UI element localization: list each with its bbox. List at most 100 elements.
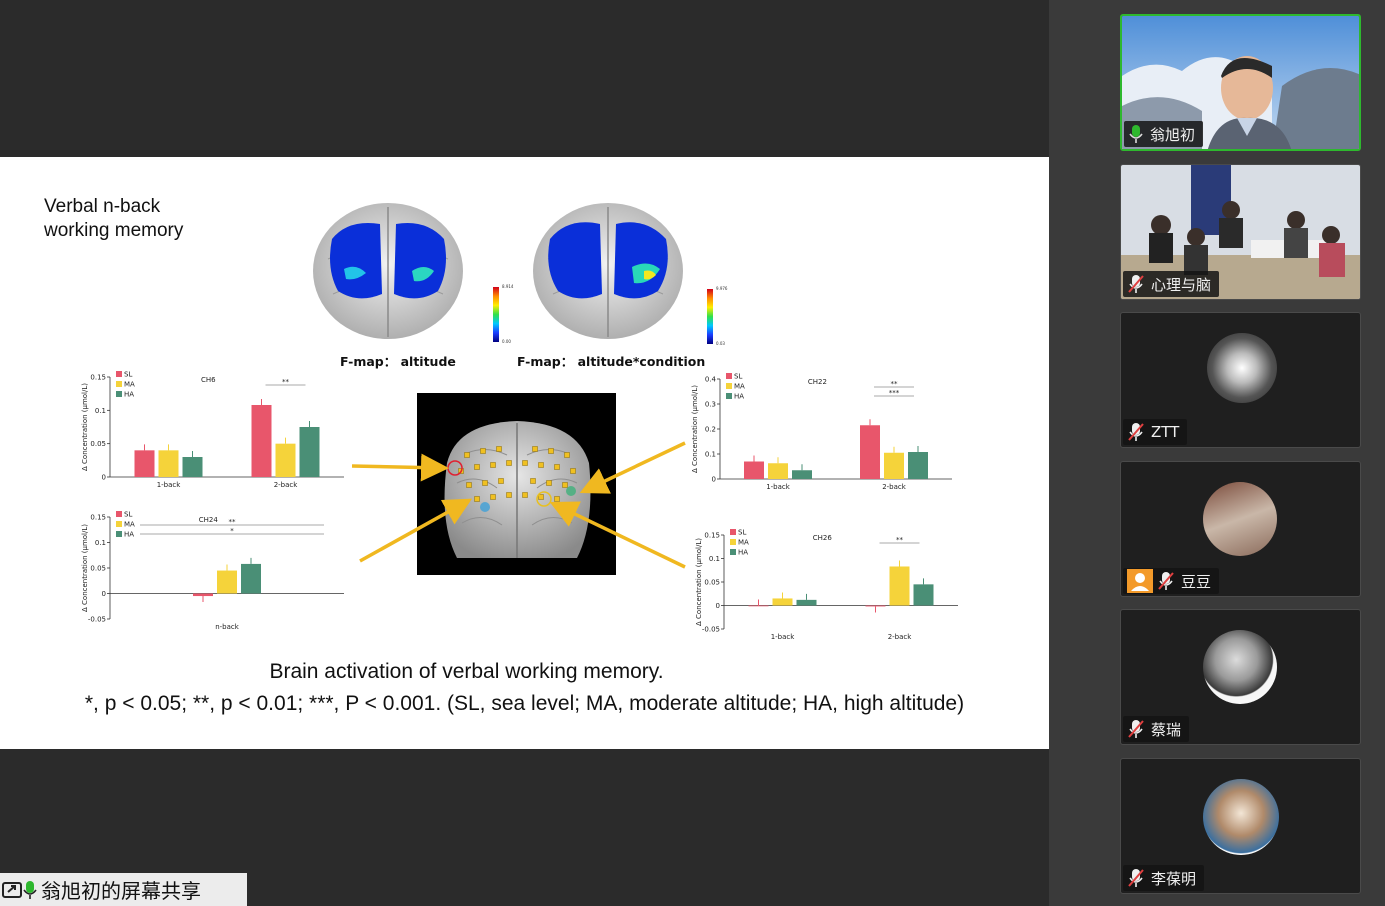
legend-label: HA — [124, 391, 134, 399]
x-tick-label: 1-back — [766, 483, 791, 491]
legend-swatch — [116, 381, 122, 387]
x-tick-label: n-back — [215, 623, 240, 631]
bar-ha — [241, 563, 261, 594]
significance-marker: ** — [891, 380, 899, 388]
bar-sl — [860, 425, 880, 479]
bar-ha — [299, 427, 320, 477]
y-tick-label: -0.05 — [702, 626, 720, 634]
chart-ch26: Δ Concentration (μmol/L)-0.0500.050.10.1… — [695, 529, 958, 641]
bar-ma — [772, 598, 793, 606]
significance-marker: ** — [896, 536, 904, 544]
participant-tile-2[interactable]: 心理与脑 — [1120, 164, 1361, 300]
y-axis-label: Δ Concentration (μmol/L) — [81, 383, 89, 471]
y-axis-label: Δ Concentration (μmol/L) — [81, 524, 89, 612]
microphone-on-icon — [23, 880, 37, 899]
avatar — [1203, 482, 1277, 556]
legend-label: MA — [124, 521, 135, 529]
legend-label: HA — [734, 393, 744, 401]
avatar — [1203, 630, 1277, 704]
channel-marker — [548, 448, 554, 454]
channel-marker — [480, 448, 486, 454]
bar-sl — [251, 405, 272, 477]
y-tick-label: 0 — [716, 602, 720, 610]
participant-name-bar: 翁旭初 — [1124, 121, 1204, 147]
legend-swatch — [116, 531, 122, 537]
x-tick-label: 2-back — [882, 483, 907, 491]
channel-marker — [498, 478, 504, 484]
y-tick-label: 0.1 — [95, 539, 106, 547]
participant-name: 豆豆 — [1181, 572, 1212, 591]
legend-swatch — [730, 529, 736, 535]
y-tick-label: 0 — [102, 590, 106, 598]
participant-name-bar: 豆豆 — [1123, 568, 1220, 594]
participant-tile-6[interactable]: 李葆明 — [1120, 758, 1361, 894]
y-tick-label: 0.1 — [95, 407, 106, 415]
user-avatar-icon — [1127, 569, 1153, 593]
legend-swatch — [116, 371, 122, 377]
channel-marker — [538, 462, 544, 468]
fmap-altitude-condition-label: F-map： altitude*condition — [517, 354, 706, 369]
x-tick-label: 1-back — [157, 481, 182, 489]
y-tick-label: 0.4 — [705, 376, 717, 384]
fmap-altitude-label: F-map： altitude — [340, 354, 456, 369]
caption-title: Brain activation of verbal working memor… — [269, 660, 664, 683]
chart-title: CH24 — [199, 516, 219, 524]
avatar — [1207, 333, 1277, 403]
colorbar-altitude-condition-top: 9.976 — [716, 286, 728, 291]
x-tick-label: 2-back — [274, 481, 299, 489]
x-tick-label: 2-back — [888, 633, 913, 641]
legend-swatch — [730, 539, 736, 545]
participant-video — [1122, 16, 1359, 149]
y-tick-label: 0.15 — [704, 532, 720, 540]
legend-swatch — [726, 373, 732, 379]
microphone-muted-icon — [1128, 423, 1144, 441]
bar-ha — [796, 599, 817, 606]
microphone-muted-icon — [1128, 275, 1144, 293]
legend-swatch — [726, 383, 732, 389]
legend-label: SL — [734, 373, 742, 381]
participant-tile-5[interactable]: 蔡瑞 — [1120, 609, 1361, 745]
legend-label: MA — [738, 539, 749, 547]
y-tick-label: 0.05 — [90, 565, 106, 573]
participant-name: ZTT — [1151, 423, 1180, 441]
avatar — [1203, 779, 1279, 855]
presentation-slide: Verbal n-back working memory 8.9 — [0, 157, 1049, 749]
channel-marker — [546, 480, 552, 486]
significance-marker: ** — [229, 518, 237, 526]
channel-marker — [482, 480, 488, 486]
y-tick-label: 0.3 — [705, 401, 716, 409]
bar-ha — [908, 452, 928, 479]
y-tick-label: 0.05 — [704, 579, 720, 587]
x-tick-label: 1-back — [771, 633, 796, 641]
y-tick-label: 0.2 — [705, 426, 716, 434]
bar-ma — [158, 450, 179, 477]
colorbar-altitude-bottom: 0.00 — [502, 339, 511, 344]
bar-ma — [768, 463, 788, 479]
y-tick-label: 0 — [712, 476, 716, 484]
y-axis-label: Δ Concentration (μmol/L) — [695, 538, 703, 626]
bar-ma — [217, 570, 237, 594]
brain-render-altitude — [313, 203, 463, 339]
channel-marker — [564, 452, 570, 458]
participant-tile-4[interactable]: 豆豆 — [1120, 461, 1361, 597]
y-tick-label: 0 — [102, 474, 106, 482]
y-tick-label: 0.15 — [90, 374, 106, 382]
chart-title: CH26 — [813, 534, 833, 542]
microphone-muted-icon — [1128, 869, 1144, 887]
bar-sl — [193, 593, 213, 597]
channel-marker — [522, 492, 528, 498]
participant-tile-1[interactable]: 翁旭初 — [1120, 14, 1361, 151]
participant-name-bar: ZTT — [1123, 419, 1188, 445]
channel-marker — [464, 452, 470, 458]
chart-ch24: Δ Concentration (μmol/L)-0.0500.050.10.1… — [81, 511, 344, 631]
legend-swatch — [116, 511, 122, 517]
participant-name-bar: 蔡瑞 — [1123, 716, 1190, 742]
y-tick-label: 0.1 — [705, 451, 716, 459]
channel-marker — [474, 464, 480, 470]
microphone-muted-icon — [1128, 720, 1144, 738]
legend-swatch — [116, 521, 122, 527]
participant-panel: 翁旭初 心理与脑 — [1049, 0, 1385, 906]
significance-marker: *** — [889, 389, 900, 397]
screen-share-banner[interactable]: 翁旭初的屏幕共享 — [0, 873, 247, 906]
participant-tile-3[interactable]: ZTT — [1120, 312, 1361, 448]
